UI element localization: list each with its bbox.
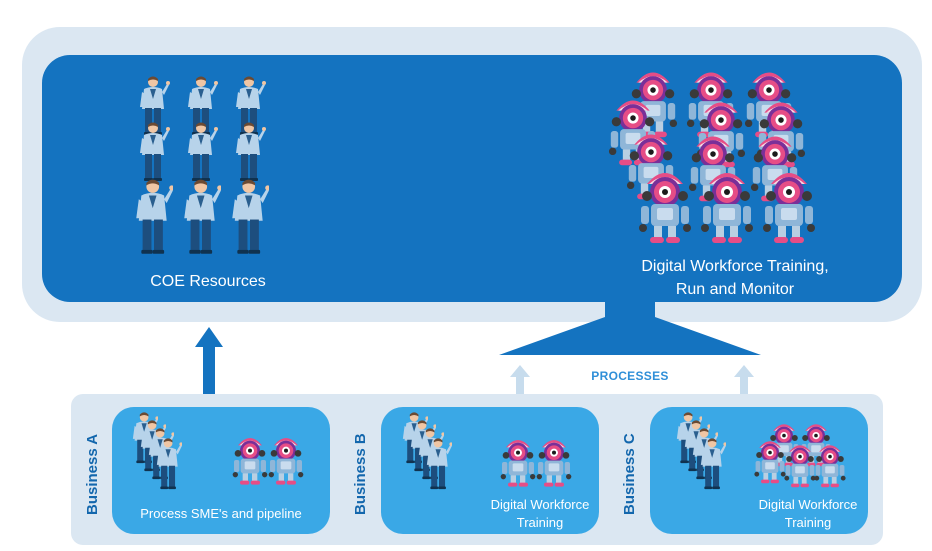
business-b-caption-line1: Digital Workforce	[490, 497, 590, 512]
person-icon	[184, 179, 221, 254]
person-icon	[188, 122, 218, 181]
person-icon	[136, 179, 173, 254]
business-a-people	[132, 412, 182, 490]
coe-resources-label: COE Resources	[150, 273, 266, 290]
business-c-caption-line2: Training	[784, 515, 832, 530]
up-arrow-icon	[734, 365, 754, 395]
business-b-label: Business B	[352, 433, 369, 515]
business-b-caption-line2: Training	[516, 515, 564, 530]
business-c-label: Business C	[621, 433, 638, 515]
digital-workforce-label-line1: Digital Workforce Training,	[641, 258, 829, 275]
digital-workforce-label: Digital Workforce Training, Run and Moni…	[600, 255, 870, 301]
person-icon	[140, 122, 170, 181]
processes-label: PROCESSES	[591, 369, 669, 383]
business-c-caption-line1: Digital Workforce	[758, 497, 858, 512]
robot-icon	[268, 438, 304, 485]
business-c-caption: Digital Workforce Training	[743, 496, 873, 532]
robot-icon	[536, 440, 572, 487]
robot-icon	[232, 438, 268, 485]
robot-icon	[500, 440, 536, 487]
business-a-caption: Process SME's and pipeline	[112, 505, 330, 523]
processes-funnel-connector	[499, 295, 761, 355]
business-a-label: Business A	[84, 433, 101, 515]
business-c-people	[676, 412, 726, 490]
business-c-robots	[754, 424, 846, 488]
business-b-robots	[500, 440, 572, 487]
business-a-caption-line1: Process SME's and pipeline	[140, 506, 302, 521]
digital-workforce-label-line2: Run and Monitor	[675, 281, 795, 298]
up-arrow-icon	[510, 365, 530, 395]
business-b-people	[402, 412, 452, 490]
person-icon	[232, 179, 269, 254]
coe-people-group	[136, 76, 269, 254]
digital-workforce-robot-group	[608, 72, 815, 243]
business-a-robots	[232, 438, 304, 485]
up-arrow-icon	[195, 327, 223, 395]
business-b-caption: Digital Workforce Training	[475, 496, 605, 532]
person-icon	[236, 122, 266, 181]
